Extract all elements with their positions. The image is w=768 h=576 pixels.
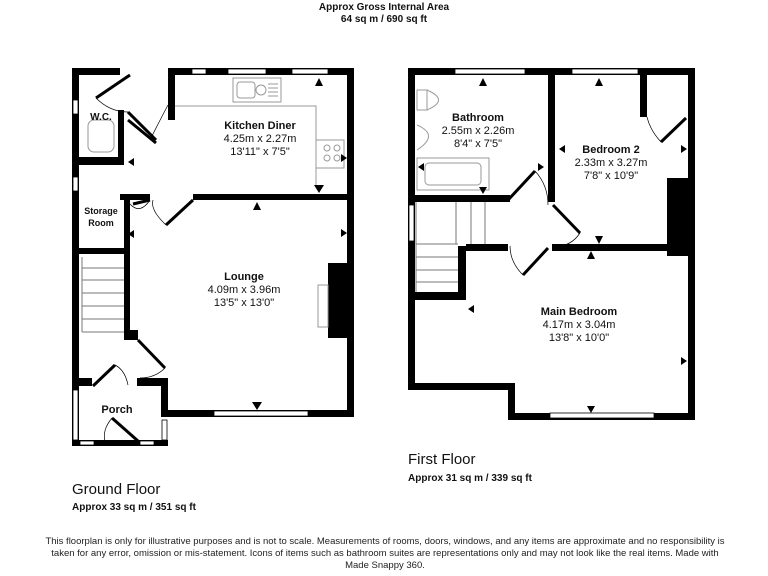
- room-imperial: 13'8" x 10'0": [548, 332, 610, 344]
- room-name: Bathroom: [452, 112, 504, 124]
- gross-area-value: 64 sq m / 690 sq ft: [340, 14, 428, 25]
- room-metric: 4.09m x 3.96m: [207, 284, 281, 296]
- room-metric: 4.25m x 2.27m: [223, 133, 297, 145]
- room-storage: Storage Room: [78, 205, 124, 229]
- ground-floor-windows: [72, 68, 329, 446]
- room-lounge: Lounge 4.09m x 3.96m 13'5" x 13'0": [174, 271, 314, 310]
- ground-arrows: [128, 78, 347, 410]
- ground-floor-area: Approx 33 sq m / 351 sq ft: [72, 502, 196, 513]
- first-floor-windows: [408, 68, 655, 419]
- ground-stairs: [81, 257, 124, 333]
- ground-floor-label: Ground Floor: [72, 481, 161, 498]
- first-floor-doors: [507, 116, 688, 277]
- gross-area-title: Approx Gross Internal Area: [318, 2, 450, 13]
- room-name: Storage Room: [84, 206, 118, 228]
- room-imperial: 13'5" x 13'0": [213, 297, 275, 309]
- room-imperial: 13'11" x 7'5": [230, 146, 290, 158]
- room-imperial: 7'8" x 10'9": [583, 170, 639, 182]
- room-bedroom-2: Bedroom 2 2.33m x 3.27m 7'8" x 10'9": [556, 144, 666, 183]
- room-name: Lounge: [224, 271, 264, 283]
- room-porch: Porch: [92, 404, 142, 416]
- room-kitchen-diner: Kitchen Diner 4.25m x 2.27m 13'11" x 7'5…: [190, 120, 330, 159]
- first-stairs: [415, 202, 486, 292]
- first-arrows: [418, 78, 687, 413]
- room-name: Kitchen Diner: [224, 120, 296, 132]
- room-main-bedroom: Main Bedroom 4.17m x 3.04m 13'8" x 10'0": [514, 306, 644, 345]
- room-metric: 2.55m x 2.26m: [441, 125, 515, 137]
- room-imperial: 8'4" x 7'5": [453, 138, 503, 150]
- room-name: Main Bedroom: [540, 306, 618, 318]
- kitchen-fixtures: [87, 77, 345, 328]
- first-floor-area: Approx 31 sq m / 339 sq ft: [408, 473, 532, 484]
- room-metric: 4.17m x 3.04m: [542, 319, 616, 331]
- first-floor-label: First Floor: [408, 451, 476, 468]
- bathroom-fixtures: [416, 89, 490, 191]
- room-name: Porch: [101, 404, 133, 416]
- room-name: Bedroom 2: [582, 144, 640, 156]
- room-wc: W.C.: [82, 112, 120, 124]
- room-bathroom: Bathroom 2.55m x 2.26m 8'4" x 7'5": [418, 112, 538, 151]
- room-metric: 2.33m x 3.27m: [574, 157, 648, 169]
- ground-floor-doors: [91, 73, 195, 443]
- room-name: W.C.: [90, 112, 112, 123]
- disclaimer-text: This floorplan is only for illustrative …: [45, 536, 725, 571]
